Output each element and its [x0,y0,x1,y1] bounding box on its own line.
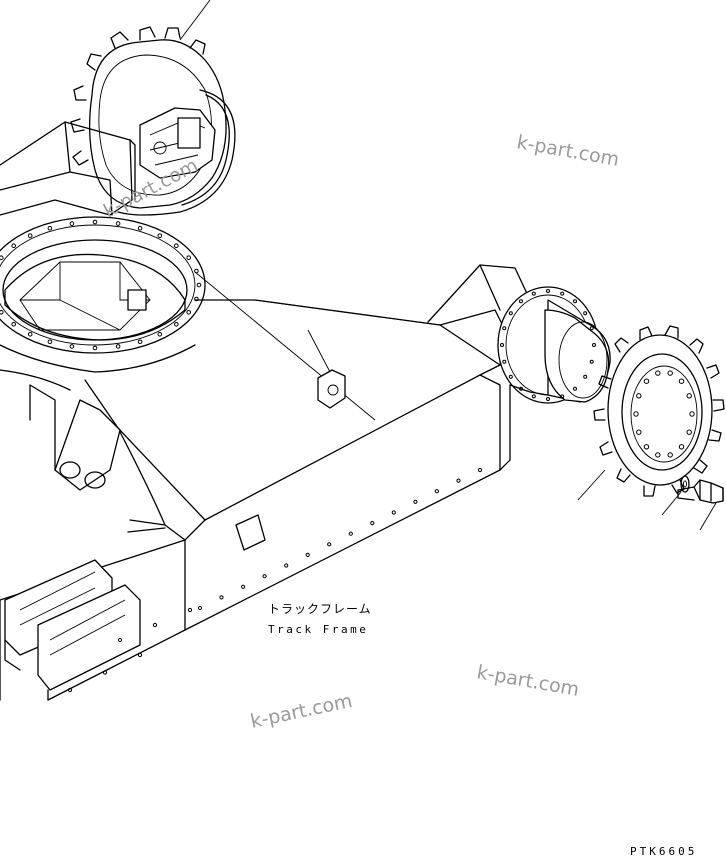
drive-bolt-hole [592,343,596,347]
sprocket [577,325,725,501]
frame-bolt-hole [262,574,267,579]
frame-arm-upper [0,121,136,216]
drive-bolt-hole [589,359,594,364]
drive-bolt-hole [502,326,507,331]
part-label-jp: トラックフレーム [268,602,372,616]
sprocket-bolt-hole [655,370,661,376]
drive-bolt-hole [546,397,550,401]
frame-bolt-hole [370,521,375,526]
frame-bolt-hole [117,637,123,643]
frame-bolt-hole [456,478,461,483]
swing-bolt-hole [186,255,191,261]
sprocket-bolt-hole [686,393,692,399]
sprocket-bolt-hole [667,452,673,458]
sprocket-bolt-hole [636,429,642,435]
sprocket-bolt-hole [686,429,692,435]
sprocket-bolt-hole [643,378,650,384]
swing-bolt-hole [137,339,143,345]
drive-bolt-hole [519,299,523,304]
swing-bolt-hole [174,243,179,248]
drive-bolt-hole [531,394,536,399]
watermark: k-part.com [515,131,621,171]
swing-bolt-hole [137,225,143,231]
swing-bolt-hole [47,225,53,231]
swing-bolt-hole [47,339,53,345]
frame-bolt-hole [197,605,203,611]
swing-bolt-hole [0,255,4,260]
swing-bolt-hole [115,344,121,349]
swing-bolt-hole [194,296,199,302]
drive-bolt-hole [560,291,565,296]
swing-bolt-hole [186,310,191,315]
final-drive [497,286,611,404]
frame-bolt-hole [187,607,193,613]
swing-bolt-hole [92,219,98,225]
frame-bolt-hole [102,670,108,675]
frame-bolt-hole [391,510,396,515]
frame-bolt-hole [241,584,246,589]
watermark: k-part.com [475,661,581,701]
swing-circle [0,216,206,373]
swing-bolt-hole [157,332,163,337]
drive-bolt-hole [573,299,577,304]
frame-bolt-hole [477,467,483,473]
sprocket-bolt-hole [678,444,685,450]
swing-bolt-hole [69,221,75,226]
watermark: k-part.com [248,690,354,733]
sprocket-bolt-hole [655,452,661,458]
frame-bolt-hole [327,542,332,547]
frame-bolt-hole [434,489,439,494]
swing-bolt-hole [92,345,98,351]
drive-bolt-hole [573,386,577,391]
drive-bolt-hole [583,311,588,316]
frame-bolt-hole [348,531,353,536]
track-frame-body [0,264,531,701]
drive-bolt-hole [502,359,507,364]
sprocket-bolt-hole [678,378,685,384]
sprocket-bolt-hole [667,370,673,376]
part-label-en: Track Frame [268,623,368,636]
frame-bolt-hole [219,595,224,600]
sprocket-bolt-hole [633,411,639,417]
sprocket-bolt-hole [689,411,695,417]
bolt [677,479,724,531]
swing-bolt-hole [196,282,202,288]
frame-bolt-hole [137,652,143,658]
drive-bolt-hole [560,394,565,399]
swing-bolt-hole [11,243,16,248]
drive-bolt-hole [583,374,588,379]
swing-bolt-hole [115,221,121,226]
rear-sprocket-assembly [70,0,236,216]
swing-bolt-hole [27,332,33,337]
sprocket-bolt-hole [636,393,642,399]
sprocket-bolt-hole [643,444,650,450]
swing-bolt-hole [0,310,4,315]
frame-bolt-hole [284,563,289,568]
drive-bolt-hole [531,291,536,296]
swing-bolt-hole [11,322,16,327]
drive-bolt-hole [589,326,594,331]
swing-bolt-hole [157,233,163,238]
frame-bolt-hole [67,687,73,693]
frame-bolt-hole [152,622,158,628]
frame-bolt-hole [413,499,418,504]
drive-bolt-hole [508,311,513,316]
frame-bolt-hole [305,552,310,558]
swing-bolt-hole [174,322,179,327]
drawing-code: PTK6605 [630,845,697,858]
drive-bolt-hole [519,386,523,391]
swing-bolt-hole [69,344,75,349]
drive-bolt-hole [508,374,513,379]
swing-bolt-hole [27,233,33,238]
drive-bolt-hole [546,289,550,293]
drive-bolt-hole [500,343,504,347]
